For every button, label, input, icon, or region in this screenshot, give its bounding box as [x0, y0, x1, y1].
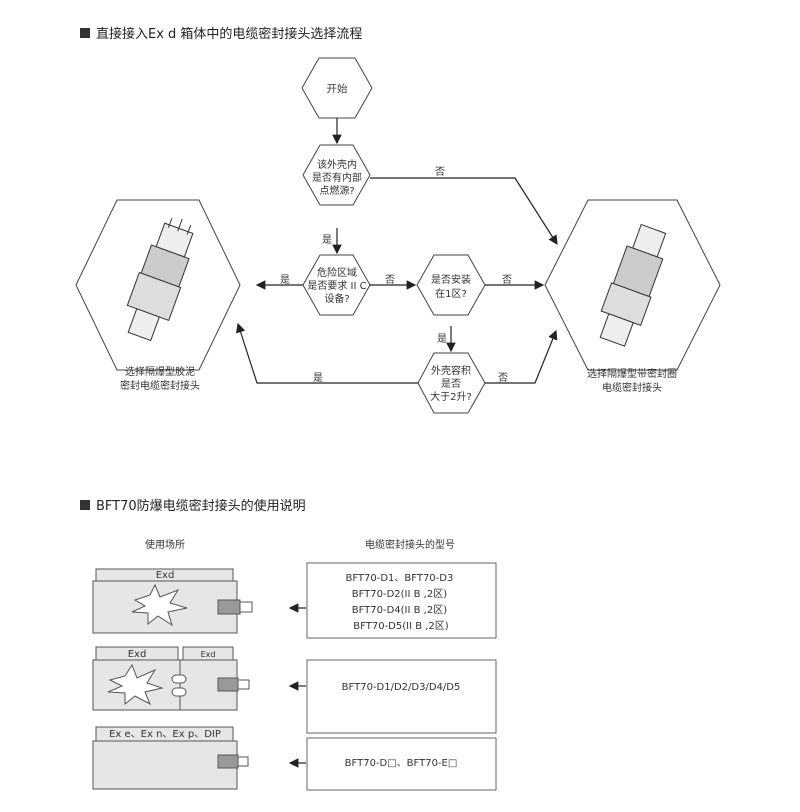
- model-list: BFT70-D1、BFT70-D3 BFT70-D2(II B ,2区) BFT…: [345, 573, 456, 632]
- label-no: 否: [502, 274, 512, 286]
- bullet-square-icon: [80, 28, 90, 38]
- start-node: [301, 57, 373, 119]
- label-no: 否: [498, 372, 508, 384]
- model-list: BFT70-D□、BFT70-E□: [345, 758, 458, 769]
- q3-text: 是否安装在1区?: [431, 273, 471, 300]
- q4-text: 外壳容积是否大于2升?: [430, 364, 472, 403]
- q1-text: 该外壳内是否有内部点燃源?: [312, 158, 362, 197]
- label-yes: 是: [322, 234, 332, 246]
- seal-ring-gland-image: [599, 223, 667, 347]
- enclosure-label: Exd: [128, 649, 147, 660]
- enclosure-exe: [92, 726, 249, 790]
- enclosure-exd: [92, 568, 253, 634]
- col-model-header: 电缆密封接头的型号: [365, 538, 455, 551]
- enclosure-exd-double: [92, 646, 250, 711]
- label-yes: 是: [437, 333, 447, 345]
- enclosure-label: Exd: [156, 570, 175, 581]
- model-box: [306, 737, 497, 791]
- model-box: [306, 562, 497, 639]
- decision-internal-ignition: [302, 144, 371, 206]
- label-yes: 是: [280, 274, 290, 286]
- enclosure-label: Ex e、Ex n、Ex p、DIP: [109, 729, 221, 740]
- section2-title: BFT70防爆电缆密封接头的使用说明: [96, 498, 306, 514]
- model-list: BFT70-D1/D2/D3/D4/D5: [342, 682, 461, 693]
- bullet-square-icon: [80, 500, 90, 510]
- label-yes: 是: [313, 372, 323, 384]
- section1-title: 直接接入Ex d 箱体中的电缆密封接头选择流程: [96, 26, 362, 42]
- start-label: 开始: [327, 82, 348, 95]
- model-box: [306, 659, 497, 734]
- right-result-caption: 选择隔爆型带密封圈电缆密封接头: [587, 367, 677, 394]
- label-no: 否: [385, 274, 395, 286]
- col-place-header: 使用场所: [145, 538, 185, 551]
- enclosure-label: Exd: [201, 650, 216, 659]
- label-no: 否: [435, 166, 445, 178]
- compound-gland-image: [126, 218, 194, 342]
- left-result-caption: 选择隔爆型胶泥密封电缆密封接头: [120, 365, 200, 392]
